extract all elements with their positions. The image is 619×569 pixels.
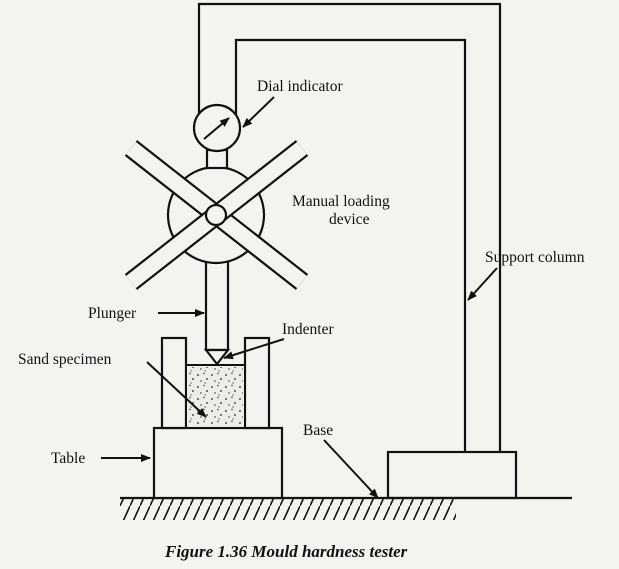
support-column — [197, 2, 502, 452]
sand-specimen — [185, 364, 246, 429]
mould-wall-left — [160, 336, 188, 430]
support-column-arrow — [467, 267, 498, 301]
mould-wall-right — [243, 336, 271, 430]
manual-loading-device — [124, 140, 309, 290]
figure-caption: Figure 1.36 Mould hardness tester — [164, 542, 408, 561]
label-support-column: Support column — [485, 249, 585, 266]
label-manual-loading-line1: Manual loading — [292, 193, 390, 210]
dial-indicator-arrow — [242, 96, 275, 128]
label-indenter: Indenter — [282, 321, 334, 338]
label-manual-loading-line2: device — [329, 211, 370, 228]
indenter-arrow — [223, 338, 285, 360]
label-plunger: Plunger — [88, 305, 137, 322]
label-table: Table — [51, 450, 85, 467]
dial-indicator — [192, 103, 242, 170]
base-arrow — [323, 439, 379, 499]
label-base: Base — [303, 422, 333, 439]
base-block — [386, 450, 518, 500]
ground — [120, 496, 572, 520]
label-sand-specimen: Sand specimen — [18, 351, 112, 368]
table-block — [152, 426, 284, 500]
sand-specimen-arrow — [146, 361, 207, 418]
label-dial-indicator: Dial indicator — [257, 78, 343, 95]
